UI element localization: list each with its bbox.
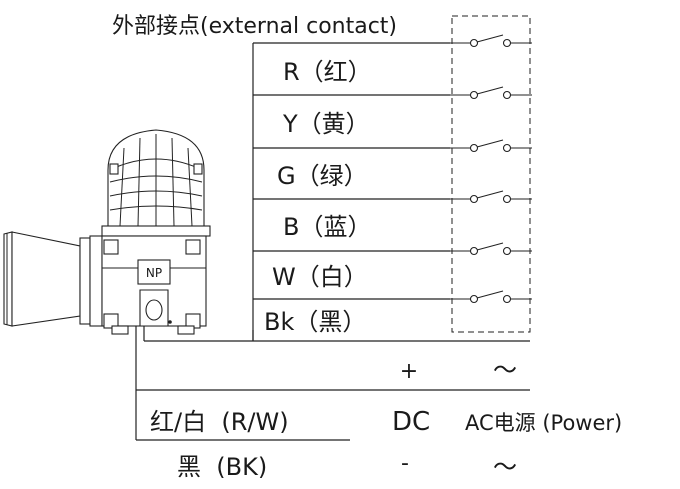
plus-sign: +	[400, 359, 418, 384]
relay-switch-green	[450, 139, 532, 153]
relay-switch-blue	[450, 190, 532, 204]
wire-label-white: W（白）	[272, 263, 368, 291]
relay-switch-red	[450, 34, 532, 48]
power-leads	[135, 326, 530, 441]
cable-gland-icon	[139, 289, 169, 327]
nameplate-text: NP	[146, 266, 162, 280]
ac-tilde-bottom: ～	[493, 453, 517, 481]
lamp-dome-icon	[107, 129, 205, 227]
minus-sign: -	[401, 451, 409, 476]
relay-switch-yellow	[450, 86, 532, 100]
nameplate	[137, 259, 171, 285]
relay-switch-black	[450, 290, 532, 304]
dc-label: DC	[392, 407, 430, 437]
lead-red-white-label: 红/白 (R/W)	[150, 408, 289, 436]
relay-switch-white	[450, 242, 532, 256]
wire-label-blue: B（蓝）	[283, 213, 371, 241]
lead-black-label: 黑 (BK)	[177, 453, 267, 481]
lamp-base-plate	[101, 225, 211, 237]
ac-tilde-top: ～	[493, 356, 517, 384]
wire-label-green: G（绿）	[277, 162, 368, 190]
horn-icon	[3, 231, 103, 327]
signal-light-device: NP	[3, 129, 211, 335]
ac-power-label: AC电源 (Power)	[465, 411, 622, 435]
wire-table	[143, 42, 530, 342]
wire-label-black: Bk（黑）	[264, 308, 366, 336]
wire-label-red: R（红）	[283, 58, 372, 86]
external-contact-title: 外部接点(external contact)	[112, 14, 397, 39]
external-contact-box	[451, 15, 531, 333]
wire-label-yellow: Y（黄）	[282, 110, 370, 138]
